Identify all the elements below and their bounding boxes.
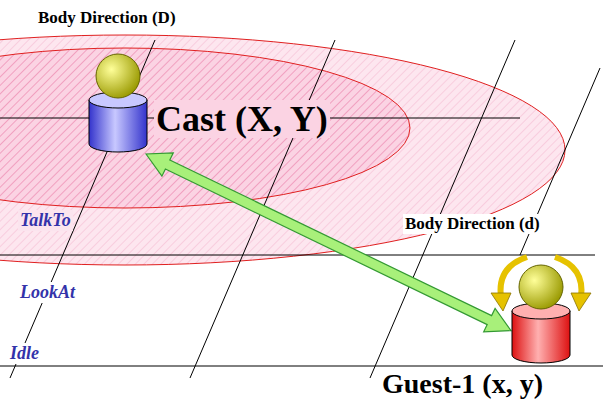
person-label: Guest-1 (x, y) bbox=[380, 369, 545, 399]
rotation-arrowhead bbox=[491, 293, 511, 311]
lookat-zone bbox=[0, 35, 565, 265]
zone-label: Idle bbox=[8, 343, 41, 364]
person-node: Guest-1 (x, y) bbox=[375, 258, 579, 400]
person-node: Cast (X, Y) bbox=[82, 52, 332, 157]
interaction-arrow bbox=[146, 153, 511, 332]
rotation-arrowhead bbox=[571, 293, 591, 311]
person-figure bbox=[505, 263, 577, 367]
person-figure-box bbox=[82, 52, 154, 156]
zone-label: TalkTo bbox=[18, 210, 73, 231]
zone-label: LookAt bbox=[18, 282, 77, 303]
direction-label: Body Direction (d) bbox=[403, 214, 542, 234]
person-label: Cast (X, Y) bbox=[154, 100, 330, 138]
direction-label: Body Direction (D) bbox=[36, 8, 178, 28]
person-figure-box bbox=[505, 263, 577, 367]
grid-lines bbox=[0, 40, 603, 378]
person-figure bbox=[82, 52, 154, 156]
